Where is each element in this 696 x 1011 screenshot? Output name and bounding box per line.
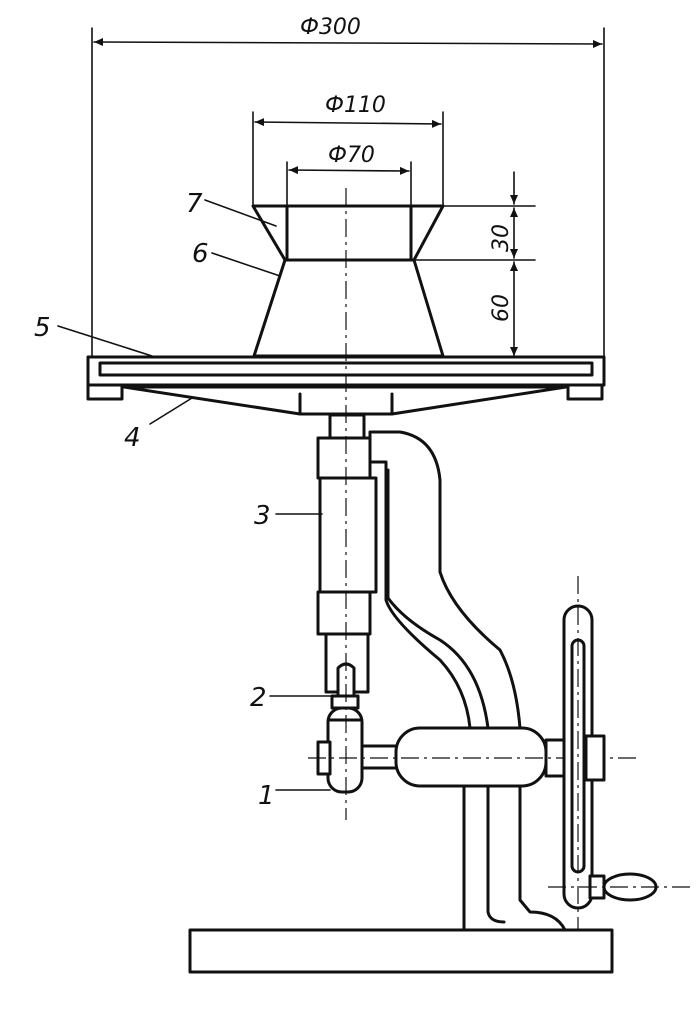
crank-handle — [548, 872, 690, 902]
label-part-6: 6 — [192, 239, 209, 269]
dimension-heights: 30 60 — [411, 171, 536, 357]
hand-wheel — [562, 576, 606, 935]
conical-form-part-6 — [252, 258, 445, 358]
height-30-label: 30 — [489, 224, 514, 252]
label-part-4: 4 — [124, 423, 141, 453]
base-plate — [188, 928, 614, 974]
shaft-housing-part-3 — [316, 413, 378, 694]
outer-diameter-label: Ф300 — [300, 15, 361, 40]
coupling-part-2 — [330, 662, 360, 710]
label-part-3: 3 — [254, 501, 271, 531]
drive-shaft — [308, 726, 640, 788]
dimension-outer-diameter: Ф300 — [91, 15, 605, 361]
dimension-top-diameter: Ф110 — [252, 93, 444, 206]
label-part-7: 7 — [186, 189, 203, 219]
hub-part-4 — [122, 385, 568, 416]
part-labels: 7 6 5 4 3 2 1 — [34, 189, 333, 811]
inner-diameter-label: Ф70 — [328, 143, 375, 168]
pinion-part-1 — [316, 706, 364, 794]
upper-ring-part-7 — [251, 204, 445, 262]
label-part-5: 5 — [34, 313, 51, 343]
label-part-2: 2 — [250, 683, 267, 713]
height-60-label: 60 — [489, 294, 514, 322]
frame-column — [462, 784, 567, 932]
top-diameter-label: Ф110 — [325, 93, 386, 118]
frame-casting — [368, 430, 522, 730]
label-part-1: 1 — [258, 781, 275, 811]
